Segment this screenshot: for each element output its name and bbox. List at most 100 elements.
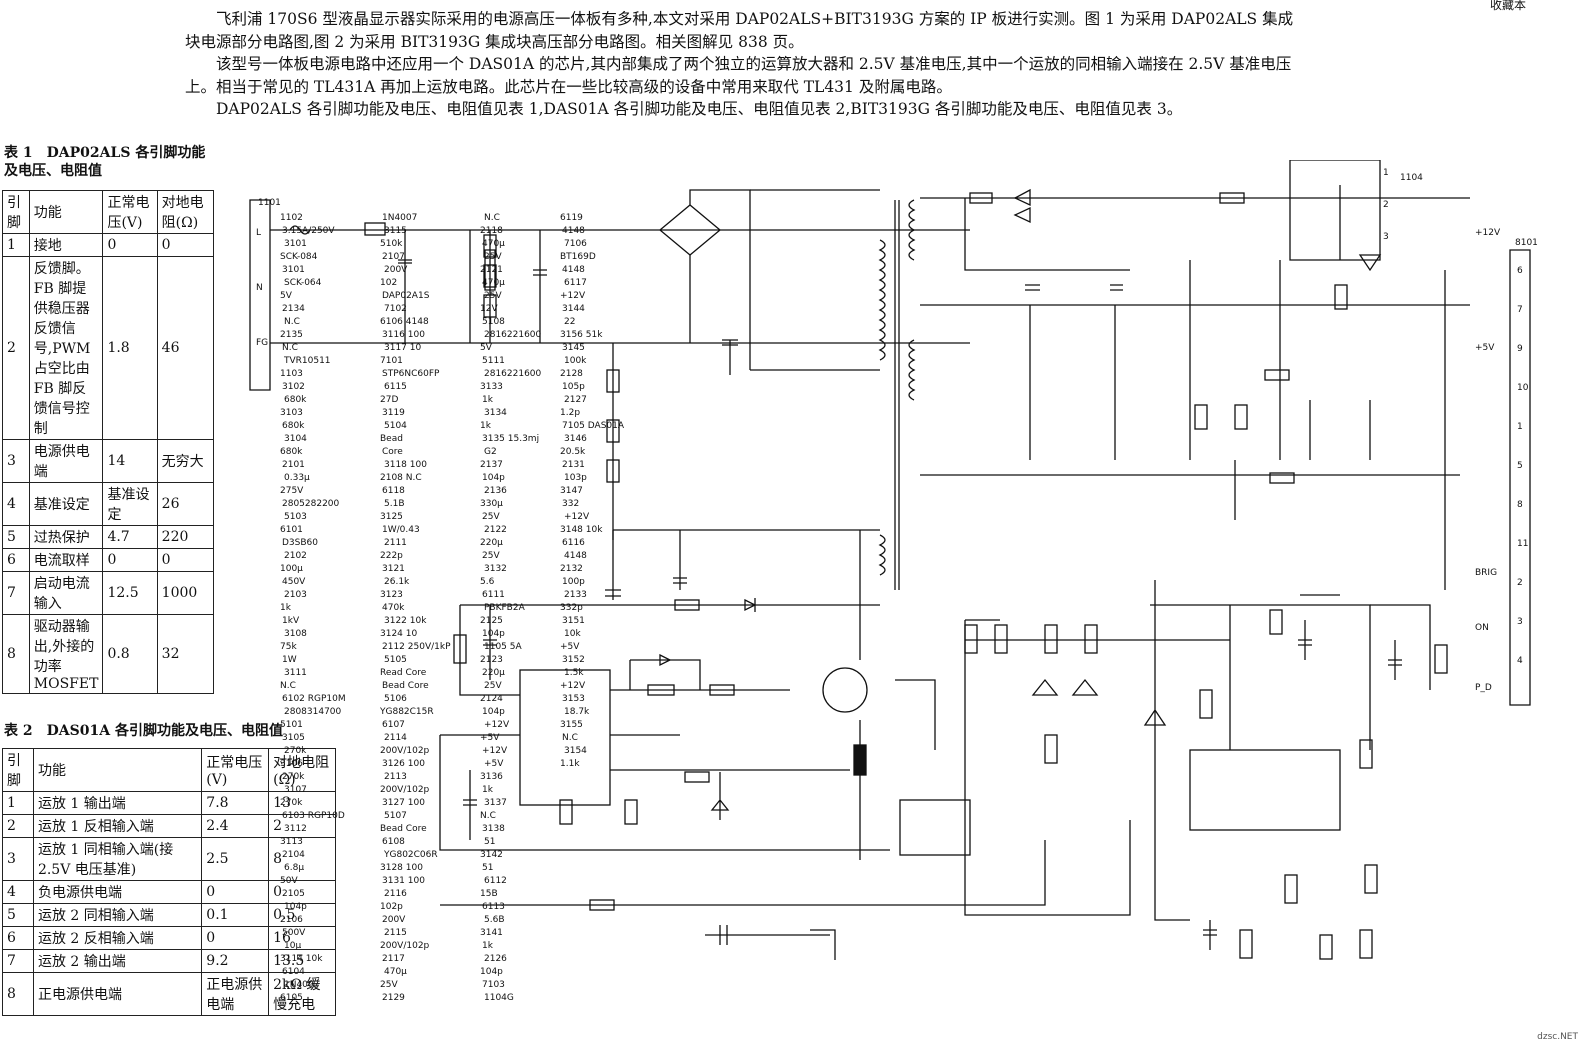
component-label: 2808314700 <box>284 707 342 717</box>
intro-paragraph-3: DAP02ALS 各引脚功能及电压、电阻值见表 1,DAS01A 各引脚功能及电… <box>216 100 1183 118</box>
component-label: 100k <box>564 356 587 366</box>
component-label: 2136 <box>484 486 507 496</box>
component-label: YG882C15R <box>379 707 434 717</box>
component-label: 1k <box>280 603 292 613</box>
component-label: +12V <box>484 720 510 730</box>
component-label: 332p <box>560 603 583 613</box>
component-label: 3154 <box>564 746 587 756</box>
component-label: 1kV <box>282 616 300 626</box>
component-label: 470k <box>382 603 405 613</box>
table2-cell: 2kΩ 缓慢充电 <box>268 972 336 1016</box>
component-label: 5104 <box>384 421 407 431</box>
component-label: 2135 <box>280 330 303 340</box>
component-label: SCK-084 <box>280 252 318 262</box>
component-label: 25V <box>380 980 398 990</box>
component-label: 2128 <box>560 369 583 379</box>
component-label: 6103 RGP10D <box>282 811 345 821</box>
component-label: 103p <box>564 473 587 483</box>
table2-caption: 表 2 DAS01A 各引脚功能及电压、电阻值 <box>4 723 283 739</box>
component-label: 3101 <box>284 239 307 249</box>
component-label: 3134 <box>484 408 507 418</box>
component-label: 200V <box>382 915 406 925</box>
component-label: 1104G <box>484 993 514 1003</box>
component-label: Bead Core <box>380 824 427 834</box>
component-label: 2118 <box>480 226 503 236</box>
component-label: 2115 <box>384 928 407 938</box>
component-label: 2125 <box>480 616 503 626</box>
component-label: 10μ <box>284 941 301 951</box>
component-label: 2126 <box>484 954 507 964</box>
component-label: 2116 <box>384 889 407 899</box>
component-label: SCK-064 <box>284 278 322 288</box>
component-label: 2111 <box>384 538 407 548</box>
connector-1101-pin: N <box>256 283 263 293</box>
component-label: 4148 <box>564 551 587 561</box>
table1-caption: 表 1 DAP02ALS 各引脚功能及电压、电阻值 <box>4 145 206 179</box>
table2-header-cell: 正常电压(V) <box>201 748 270 792</box>
component-label: 2129 <box>382 993 405 1003</box>
component-label: DAP02A1S <box>382 291 430 301</box>
component-label: 2104 <box>282 850 305 860</box>
component-label: 2102 <box>284 551 307 561</box>
component-label: 470μ <box>482 239 505 249</box>
component-label: 1N4007 <box>382 213 417 223</box>
table2-cell: 2 <box>2 814 34 838</box>
component-label: 680k <box>284 395 307 405</box>
table1-cell: 4.7 <box>102 525 158 549</box>
component-label: 3123 <box>380 590 403 600</box>
component-label: N.C <box>282 343 298 353</box>
component-label: 1k <box>482 395 494 405</box>
component-label: +12V <box>482 746 508 756</box>
component-label: 3155 <box>560 720 583 730</box>
component-label: N.C <box>562 733 578 743</box>
component-label: 2132 <box>560 564 583 574</box>
component-label: 3113 <box>280 837 303 847</box>
component-label: 1k <box>482 941 494 951</box>
component-label: 275V <box>280 486 304 496</box>
component-label: 6119 <box>560 213 583 223</box>
table2-cell: 0.5 <box>268 903 336 927</box>
component-label: 3132 <box>484 564 507 574</box>
connector-1104-pin: 1 <box>1383 168 1389 178</box>
component-label: +12V <box>560 681 586 691</box>
component-label: 1k <box>482 785 494 795</box>
component-label: 3124 10 <box>380 629 417 639</box>
component-label: 2108 N.C <box>380 473 422 483</box>
component-label: 25V <box>484 252 502 262</box>
table2-cell: 正电源供电端 <box>32 972 203 1016</box>
component-label: 25V <box>484 681 502 691</box>
component-label: 6118 <box>382 486 405 496</box>
component-label: 3104 <box>284 434 307 444</box>
component-label: 15B <box>480 889 498 899</box>
table2-cell: 运放 2 反相输入端 <box>32 926 203 950</box>
table1-cell: 反馈脚。FB 脚提供稳压器反馈信号,PWM 占空比由 FB 脚反馈信号控制 <box>28 256 104 440</box>
component-label: 3145 <box>562 343 585 353</box>
component-label: 3119 <box>382 408 405 418</box>
component-label: 20.5k <box>560 447 586 457</box>
table2-header-row: 引脚功能正常电压(V)对地电阻(Ω) <box>2 748 336 792</box>
connector-1104-pin: 2 <box>1383 200 1389 210</box>
component-label: 1N4007 <box>284 980 319 990</box>
table1-cell: 基准设定 <box>102 482 158 526</box>
connector-1101-label: 1101 <box>258 198 281 208</box>
component-label: 100p <box>562 577 585 587</box>
connector-8101-pin: 2 <box>1517 578 1523 588</box>
component-label: 6101 <box>280 525 303 535</box>
table1-cell: 7 <box>2 571 30 615</box>
component-label: 6.8μ <box>284 863 304 873</box>
component-label: 5101 <box>280 720 303 730</box>
component-label: 7105 DAS01A <box>562 421 625 431</box>
component-label: Core <box>382 447 403 457</box>
component-label: 6112 <box>484 876 507 886</box>
component-label: 3126 100 <box>382 759 425 769</box>
component-label: 3107 <box>284 785 307 795</box>
component-label: 12V <box>480 304 498 314</box>
connector-8101-pin: 4 <box>1517 656 1523 666</box>
connector-1104-label: 1104 <box>1400 173 1423 183</box>
component-label: 222p <box>380 551 403 561</box>
